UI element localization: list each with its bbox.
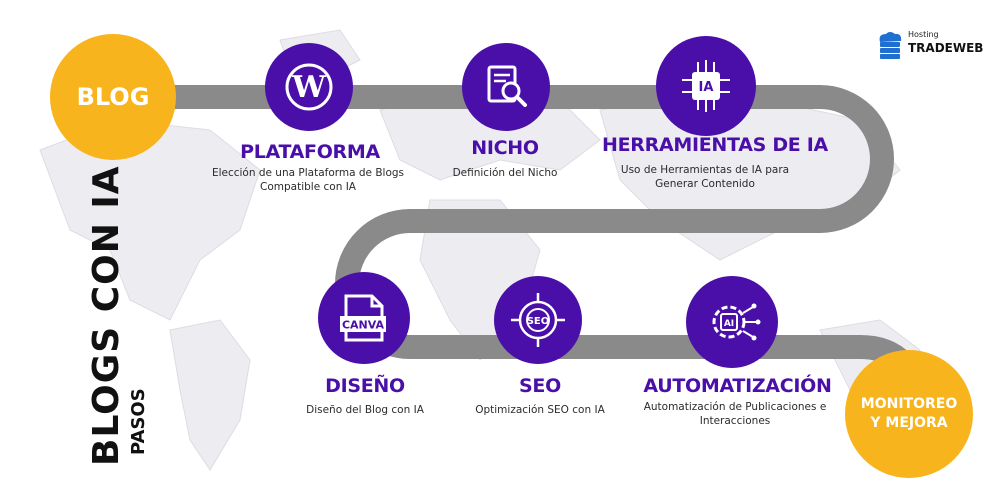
- end-node-monitoreo: MONITOREO Y MEJORA: [845, 350, 973, 478]
- step-circle-diseno: CANVA: [318, 272, 410, 364]
- step-desc-diseno: Diseño del Blog con IA: [306, 404, 424, 416]
- step-desc-automatizacion: Automatización de Publicaciones e Intera…: [643, 401, 827, 427]
- vertical-title: BLOGS CON IA: [86, 165, 127, 466]
- start-node-blog: BLOG: [50, 34, 176, 160]
- ai-chip-icon: IA: [682, 60, 730, 112]
- step-title-seo: SEO: [519, 375, 561, 397]
- step-desc-nicho: Definición del Nicho: [452, 167, 558, 179]
- ai-gear-icon-text: AI: [724, 319, 734, 329]
- step-circle-plataforma: W: [265, 43, 353, 131]
- seo-target-icon: SEO: [511, 293, 565, 347]
- step-circle-herramientas: IA: [656, 36, 756, 136]
- canva-icon: CANVA: [340, 294, 386, 342]
- brand-small: Hosting: [908, 30, 939, 39]
- brand-name: TRADEWEB: [908, 41, 984, 55]
- svg-text:W: W: [291, 70, 327, 105]
- step-title-automatizacion: AUTOMATIZACIÓN: [643, 375, 832, 397]
- step-title-herramientas: HERRAMIENTAS DE IA: [602, 134, 828, 156]
- document-search-icon: [487, 65, 527, 107]
- step-title-nicho: NICHO: [471, 137, 539, 159]
- step-circle-seo: SEO: [494, 276, 582, 364]
- step-desc-plataforma: Elección de una Plataforma de Blogs Comp…: [211, 167, 405, 193]
- vertical-subtitle: PASOS: [128, 388, 149, 455]
- step-title-diseno: DISEÑO: [325, 375, 405, 397]
- step-title-plataforma: PLATAFORMA: [240, 141, 380, 163]
- step-circle-nicho: [462, 43, 550, 131]
- step-desc-herramientas: Uso de Herramientas de IA para Generar C…: [620, 164, 790, 190]
- wordpress-icon: W: [285, 63, 333, 111]
- end-label: MONITOREO Y MEJORA: [860, 396, 958, 431]
- ai-chip-icon-text: IA: [699, 80, 714, 95]
- step-circle-automatizacion: AI: [686, 276, 778, 368]
- tradeweb-logo: Hosting TRADEWEB: [876, 28, 983, 62]
- seo-icon-text: SEO: [527, 316, 550, 327]
- start-label: BLOG: [76, 83, 150, 111]
- canva-icon-text: CANVA: [342, 319, 385, 332]
- server-cloud-icon: [879, 32, 902, 59]
- ai-gear-icon: AI: [712, 303, 761, 341]
- step-desc-seo: Optimización SEO con IA: [475, 404, 605, 416]
